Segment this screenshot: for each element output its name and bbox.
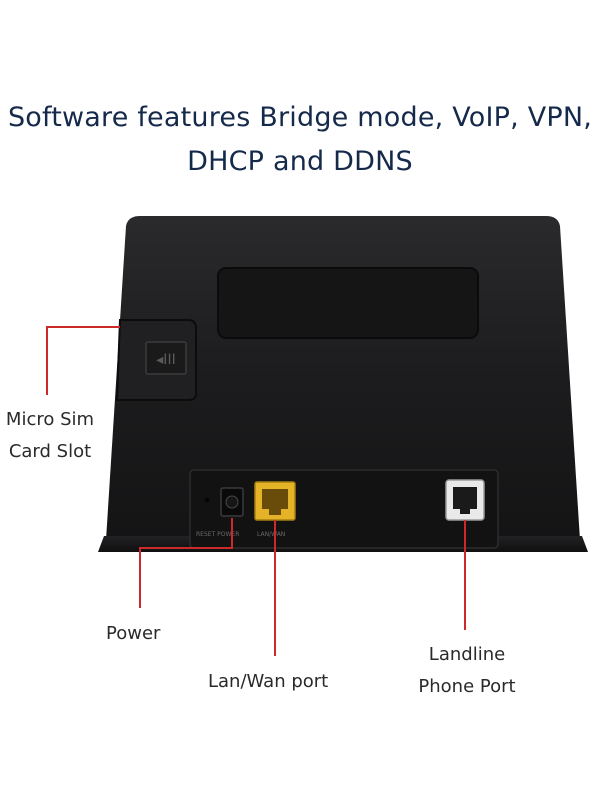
sim-callout-line-1: Micro Sim xyxy=(5,409,95,430)
phone-port-tab xyxy=(460,509,470,514)
sim-callout-line xyxy=(46,326,120,395)
phone-port-socket xyxy=(453,487,477,509)
lan-wan-callout: Lan/Wan port xyxy=(208,671,329,692)
feature-headline: Software features Bridge mode, VoIP, VPN… xyxy=(0,96,600,184)
sim-slot-callout: Micro Sim Card Slot xyxy=(2,404,98,468)
landline-callout-line-1: Landline xyxy=(428,644,506,665)
lan-wan-port-tab xyxy=(269,509,281,515)
sim-eject-icon: ◂III xyxy=(156,352,175,368)
top-vent-recess xyxy=(217,267,479,339)
landline-callout: Landline Phone Port xyxy=(410,639,524,703)
sim-slot-button xyxy=(145,341,187,375)
reset-power-label: RESET POWER xyxy=(196,531,239,538)
reset-button xyxy=(204,497,210,503)
headline-line-1: Software features Bridge mode, VoIP, VPN… xyxy=(7,102,593,133)
power-callout-line xyxy=(139,518,233,608)
lan-wan-port-socket xyxy=(262,489,288,509)
power-jack-pin xyxy=(225,495,239,509)
lan-wan-label: LAN/WAN xyxy=(257,531,285,538)
power-callout: Power xyxy=(106,623,161,644)
sim-callout-line-2: Card Slot xyxy=(8,441,92,462)
headline-line-2: DHCP and DDNS xyxy=(187,146,413,177)
landline-callout-line-2: Phone Port xyxy=(418,676,516,697)
